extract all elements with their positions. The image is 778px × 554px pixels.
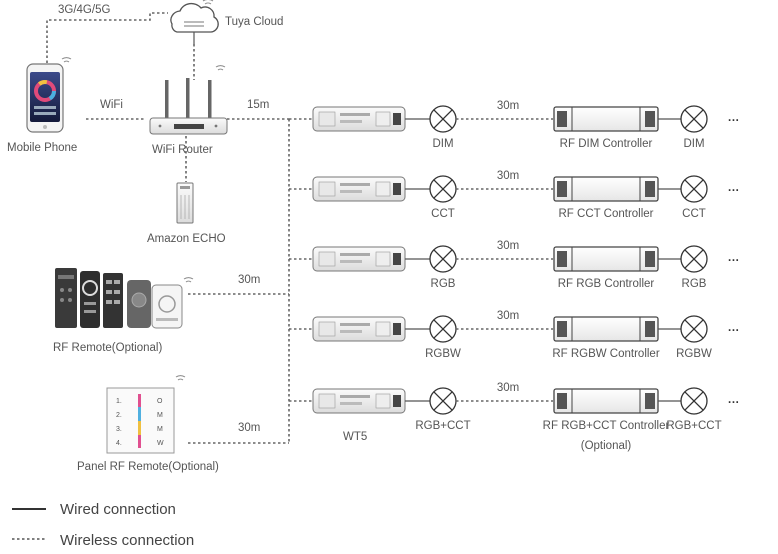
controller-distance: 30m bbox=[497, 382, 519, 394]
network-label: 3G/4G/5G bbox=[58, 4, 110, 16]
panel-distance: 30m bbox=[238, 422, 260, 434]
lamp-label: RGBW bbox=[425, 348, 461, 360]
panel-rf-remote-icon: 1. 2. 3. 4. O M M W bbox=[106, 375, 186, 454]
rf-remote-label: RF Remote(Optional) bbox=[53, 342, 162, 354]
end-lamp-icon bbox=[680, 105, 708, 133]
wifi-router-icon bbox=[149, 65, 228, 135]
controller-label: RF CCT Controller bbox=[559, 208, 654, 220]
wt5-device-icon bbox=[312, 316, 406, 342]
rf-controller-icon bbox=[553, 106, 659, 132]
more-ellipsis: ··· bbox=[728, 115, 740, 127]
more-ellipsis: ··· bbox=[728, 185, 740, 197]
end-lamp-label: RGBW bbox=[676, 348, 712, 360]
lamp-icon bbox=[429, 315, 457, 343]
rf-remote-group-icon bbox=[55, 268, 194, 329]
lamp-label: RGB+CCT bbox=[415, 420, 470, 432]
controller-distance: 30m bbox=[497, 310, 519, 322]
controller-note: (Optional) bbox=[581, 440, 632, 452]
more-ellipsis: ··· bbox=[728, 397, 740, 409]
wt5-device-icon bbox=[312, 388, 406, 414]
wt5-label: WT5 bbox=[343, 431, 367, 443]
panel-row-1: 1. bbox=[116, 398, 122, 405]
router-distance: 15m bbox=[247, 99, 269, 111]
controller-row: RGB 30m RF RGB Controller RGB ··· bbox=[289, 240, 740, 290]
controller-row: DIM 30m RF DIM Controller DIM ··· bbox=[289, 100, 740, 150]
rf-controller-icon bbox=[553, 388, 659, 414]
phone-cloud-link bbox=[46, 12, 168, 63]
wifi-label: WiFi bbox=[100, 99, 123, 111]
cloud-label: Tuya Cloud bbox=[225, 16, 283, 28]
lamp-icon bbox=[429, 105, 457, 133]
panel-remote-label: Panel RF Remote(Optional) bbox=[77, 461, 219, 473]
echo-label: Amazon ECHO bbox=[147, 233, 226, 245]
panel-row-3: 3. bbox=[116, 426, 122, 433]
controller-distance: 30m bbox=[497, 170, 519, 182]
rf-controller-icon bbox=[553, 246, 659, 272]
wt5-device-icon bbox=[312, 176, 406, 202]
amazon-echo-icon bbox=[176, 182, 194, 224]
end-lamp-icon bbox=[680, 387, 708, 415]
rf-controller-icon bbox=[553, 316, 659, 342]
controller-row: RGB+CCT 30m RF RGB+CCT Controller (Optional… bbox=[289, 382, 740, 452]
end-lamp-label: RGB bbox=[682, 278, 707, 290]
lamp-icon bbox=[429, 387, 457, 415]
end-lamp-label: RGB+CCT bbox=[666, 420, 721, 432]
controller-label: RF RGB+CCT Controller bbox=[543, 420, 670, 432]
controller-label: RF DIM Controller bbox=[560, 138, 653, 150]
rf-controller-icon bbox=[553, 176, 659, 202]
lamp-icon bbox=[429, 245, 457, 273]
wired-legend-label: Wired connection bbox=[60, 501, 176, 518]
panel-icon-4: W bbox=[157, 440, 164, 447]
panel-row-4: 4. bbox=[116, 440, 122, 447]
lamp-label: CCT bbox=[431, 208, 455, 220]
panel-row-2: 2. bbox=[116, 412, 122, 419]
end-lamp-label: DIM bbox=[683, 138, 704, 150]
controller-label: RF RGBW Controller bbox=[552, 348, 660, 360]
rf-remote-distance: 30m bbox=[238, 274, 260, 286]
controller-distance: 30m bbox=[497, 240, 519, 252]
wt5-device-icon bbox=[312, 246, 406, 272]
panel-icon-1: O bbox=[157, 398, 163, 405]
end-lamp-icon bbox=[680, 245, 708, 273]
lamp-icon bbox=[429, 175, 457, 203]
controller-label: RF RGB Controller bbox=[558, 278, 655, 290]
mobile-phone-icon bbox=[26, 57, 72, 133]
router-label: WiFi Router bbox=[152, 144, 213, 156]
end-lamp-icon bbox=[680, 175, 708, 203]
panel-icon-3: M bbox=[157, 426, 163, 433]
controller-row: CCT 30m RF CCT Controller CCT ··· bbox=[289, 170, 740, 220]
panel-icon-2: M bbox=[157, 412, 163, 419]
controller-rows: DIM 30m RF DIM Controller DIM ··· CCT 30m RF CC… bbox=[289, 100, 740, 452]
controller-distance: 30m bbox=[497, 100, 519, 112]
more-ellipsis: ··· bbox=[728, 255, 740, 267]
cloud-icon bbox=[170, 0, 219, 44]
lamp-label: DIM bbox=[432, 138, 453, 150]
wireless-legend-label: Wireless connection bbox=[60, 532, 194, 549]
wt5-device-icon bbox=[312, 106, 406, 132]
end-lamp-icon bbox=[680, 315, 708, 343]
end-lamp-label: CCT bbox=[682, 208, 706, 220]
controller-row: RGBW 30m RF RGBW Controller RGBW ··· bbox=[289, 310, 740, 360]
more-ellipsis: ··· bbox=[728, 325, 740, 337]
phone-label: Mobile Phone bbox=[7, 142, 77, 154]
lamp-label: RGB bbox=[431, 278, 456, 290]
